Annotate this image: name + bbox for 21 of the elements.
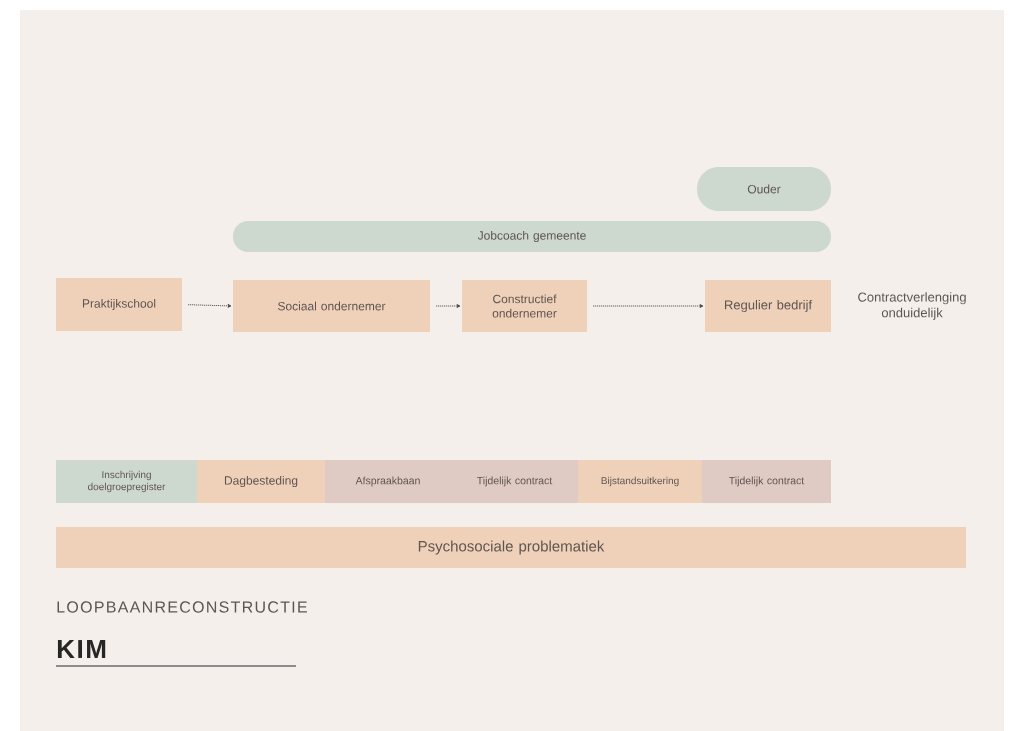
- arrow: [435, 304, 461, 308]
- arrow: [592, 304, 704, 308]
- timeline-cell: Inschrijving doelgroepregister: [56, 460, 197, 503]
- timeline-cell: Afspraakbaan: [325, 460, 451, 503]
- stage-box: Constructief ondernemer: [462, 280, 587, 332]
- role-band: Ouder: [697, 167, 831, 211]
- node-label: Afspraakbaan: [355, 476, 420, 487]
- stage-box: Sociaal ondernemer: [233, 280, 430, 332]
- timeline-cell: Tijdelijk contract: [702, 460, 831, 503]
- node-label: Tijdelijk contract: [477, 476, 553, 487]
- arrow: [187, 303, 232, 308]
- title: KIM: [57, 640, 106, 658]
- stage-box: Regulier bedrijf: [705, 280, 831, 332]
- side-note: Contractverlenging onduidelijk: [858, 292, 966, 320]
- subtitle: LOOPBAANRECONSTRUCTIE: [57, 601, 307, 613]
- timeline-cell: Bijstandsuitkering: [578, 460, 702, 503]
- role-band: Jobcoach gemeente: [233, 221, 831, 252]
- background-band: Psychosociale problematiek: [56, 527, 966, 568]
- timeline-cell: Tijdelijk contract: [451, 460, 578, 503]
- timeline-cell: Dagbesteding: [197, 460, 325, 503]
- stage-box: Praktijkschool: [56, 278, 182, 331]
